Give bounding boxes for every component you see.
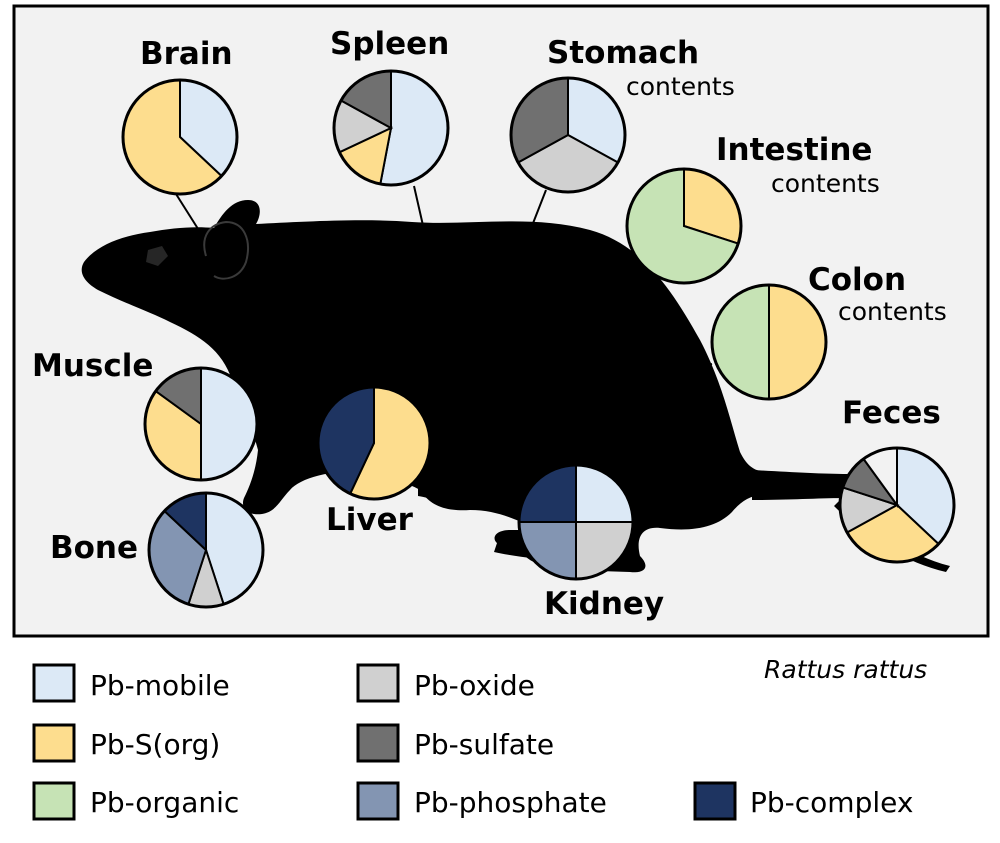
pie-spleen [332,69,450,187]
legend-label-organic: Pb-organic [90,786,239,819]
rat-eye-icon [146,246,168,266]
legend: Pb-mobile Pb-S(org) Pb-organic Pb-oxide … [32,663,913,821]
legend-label-sulfate: Pb-sulfate [414,728,554,761]
pie-muscle [143,366,259,482]
rat-ear-outline [203,220,249,280]
leader-lines [175,185,713,387]
pie-outline-spleen [332,69,450,187]
legend-item-oxide: Pb-oxide [356,663,535,703]
pie-outline-intestine [625,167,743,285]
label-kidney: Kidney [544,586,664,622]
legend-label-oxide: Pb-oxide [414,669,535,702]
pie-outline-feces [838,446,956,564]
pie-stomach [509,76,627,194]
legend-swatch-phosphate [356,781,400,821]
pie-outline-stomach [509,76,627,194]
label-spleen: Spleen [330,26,449,62]
legend-item-complex: Pb-complex [693,781,913,821]
legend-swatch-sulfate [356,723,400,763]
pie-colon [710,283,828,401]
label-colon: Colon [808,262,906,298]
label-stomach: Stomach [547,35,699,71]
legend-label-phosphate: Pb-phosphate [414,786,607,819]
legend-swatch-organic [32,781,76,821]
pie-bone [147,491,265,609]
legend-item-sulfate: Pb-sulfate [356,723,554,763]
label-intestine-sub: contents [771,169,880,198]
pie-outline-brain [121,78,239,196]
pie-outline-colon [710,283,828,401]
label-colon-sub: contents [838,297,947,326]
pie-intestine [625,167,743,285]
label-feces: Feces [842,395,941,431]
legend-item-sorg: Pb-S(org) [32,723,220,763]
legend-label-sorg: Pb-S(org) [90,728,220,761]
pie-outline-bone [147,491,265,609]
pie-outline-kidney [517,463,635,581]
legend-item-organic: Pb-organic [32,781,239,821]
species-label: Rattus rattus [764,655,927,684]
pie-outline-muscle [143,366,259,482]
label-bone: Bone [50,530,138,566]
pie-feces [838,446,956,564]
pie-brain [121,78,239,196]
pie-liver [316,385,432,501]
legend-swatch-mobile [32,663,76,703]
pie-charts [121,69,956,609]
label-intestine: Intestine [716,132,872,168]
label-muscle: Muscle [32,348,153,384]
legend-item-mobile: Pb-mobile [32,663,230,703]
legend-swatch-sorg [32,723,76,763]
label-stomach-sub: contents [626,72,735,101]
pie-kidney [517,463,635,581]
legend-label-mobile: Pb-mobile [90,669,230,702]
pie-outline-liver [316,385,432,501]
legend-label-complex: Pb-complex [750,786,913,819]
legend-swatch-complex [693,781,737,821]
legend-swatch-oxide [356,663,400,703]
label-brain: Brain [140,36,233,72]
legend-item-phosphate: Pb-phosphate [356,781,607,821]
label-liver: Liver [326,502,414,538]
